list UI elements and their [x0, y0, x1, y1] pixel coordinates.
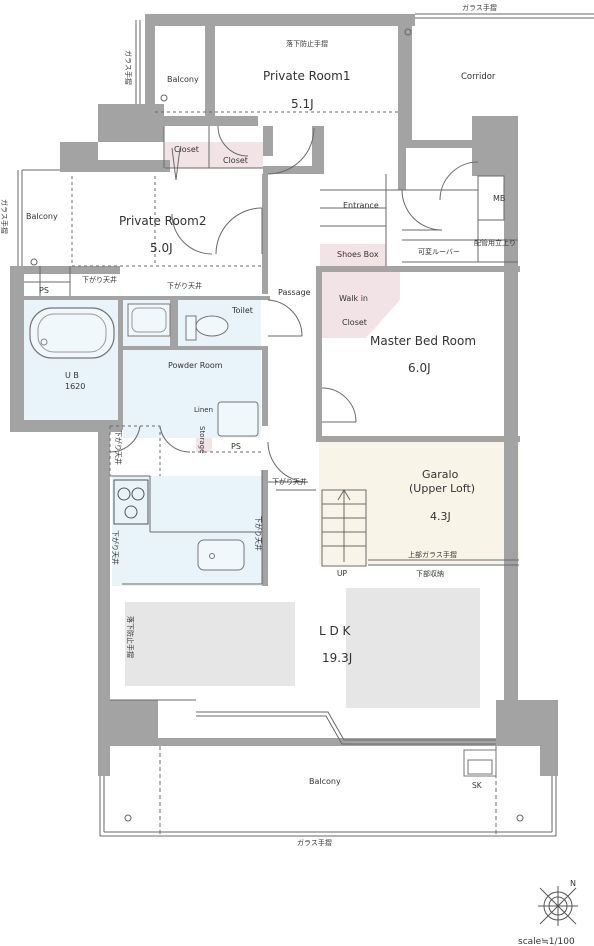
fall-rail-left-label: 落下防止手摺: [126, 616, 135, 658]
loft-stairs: [321, 489, 367, 567]
ldk-rug-right: [346, 588, 480, 708]
pipe-shaft-label: 配管用立上り: [474, 238, 516, 247]
private-room1-name: Private Room1: [263, 69, 350, 83]
shoes-box-area: [320, 244, 386, 266]
walk-in-closet-area: [322, 270, 400, 338]
compass-icon: N: [538, 879, 578, 926]
master-bed-room-size: 6.0J: [408, 361, 431, 375]
ldk-size: 19.3J: [322, 651, 352, 665]
garalo-line2: (Upper Loft): [409, 482, 475, 495]
washing-machine-pan: [217, 401, 259, 437]
labels: Private Room1 5.1J Balcony Corridor 落下防止…: [0, 3, 575, 946]
ldk-name: L D K: [319, 624, 352, 638]
shoes-box-label: Shoes Box: [337, 250, 379, 259]
glass-rail-top-left-label: ガラス手摺: [124, 50, 133, 85]
sk-unit: [463, 749, 497, 777]
lowered-ceiling-label-1: 下がり天井: [82, 275, 117, 284]
ldk-rug-left: [125, 602, 295, 686]
walk-in-closet-label: Closet: [342, 318, 367, 327]
glass-rail-left-label: ガラス手摺: [0, 199, 9, 234]
upper-glass-rail-label: 上部ガラス手摺: [408, 550, 457, 559]
private-room1-size: 5.1J: [291, 97, 314, 111]
ps-label-2: PS: [231, 442, 241, 451]
walk-in-label: Walk in: [339, 294, 368, 303]
lowered-ceiling-label-3: 下がり天井: [114, 430, 123, 465]
powder-room-label: Powder Room: [168, 361, 223, 370]
garalo-line1: Garalo: [422, 468, 459, 481]
ps-label-1: PS: [39, 286, 49, 295]
loft-area: [319, 441, 519, 565]
master-bed-room-name: Master Bed Room: [370, 334, 476, 348]
glass-rail-top-right-label: ガラス手摺: [462, 3, 497, 12]
up-label: UP: [337, 569, 347, 578]
lowered-ceiling-label-6: 下がり天井: [254, 516, 263, 551]
passage-label: Passage: [278, 288, 311, 297]
entrance-label: Entrance: [343, 201, 379, 210]
lowered-ceiling-label-5: 下がり天井: [111, 530, 120, 565]
closet-label-2: Closet: [223, 156, 248, 165]
balcony-top-label: Balcony: [167, 75, 199, 84]
fall-rail-top-label: 落下防止手摺: [286, 39, 328, 48]
balcony-left-label: Balcony: [26, 212, 58, 221]
mb-label: MB: [493, 194, 505, 203]
linen-label: Linen: [194, 406, 213, 414]
corridor-label: Corridor: [461, 72, 496, 82]
louver-label: 可変ルーバー: [418, 247, 460, 256]
lowered-ceiling-label-4: 下がり天井: [272, 477, 307, 486]
garalo-size: 4.3J: [430, 510, 451, 523]
closet-area-2: [209, 142, 263, 168]
lower-storage-label: 下部収納: [416, 569, 444, 578]
sk-label: SK: [472, 781, 483, 790]
kitchen-sink-icon: [197, 539, 245, 571]
balcony-bottom-label: Balcony: [309, 777, 341, 786]
storage-label: Storage: [198, 426, 206, 453]
glass-rail-bottom-label: ガラス手摺: [297, 838, 332, 847]
walls: [10, 14, 558, 776]
ub-size-label: 1620: [65, 382, 85, 391]
svg-text:N: N: [570, 879, 576, 888]
drain-icons: [30, 28, 524, 822]
private-room2-size: 5.0J: [150, 241, 173, 255]
cooktop-icon: [113, 479, 149, 525]
toilet-label: Toilet: [231, 306, 253, 315]
closet-area-1: [165, 142, 209, 168]
bathtub-icon: [29, 307, 115, 359]
toilet-icon: [185, 315, 229, 341]
closet-label-1: Closet: [174, 145, 199, 154]
washbasin-icon: [127, 303, 171, 337]
scale-label: scale≒1/100: [518, 937, 575, 946]
lowered-ceiling-label-2: 下がり天井: [167, 281, 202, 290]
ub-label: U B: [65, 371, 79, 380]
private-room2-name: Private Room2: [119, 214, 206, 228]
